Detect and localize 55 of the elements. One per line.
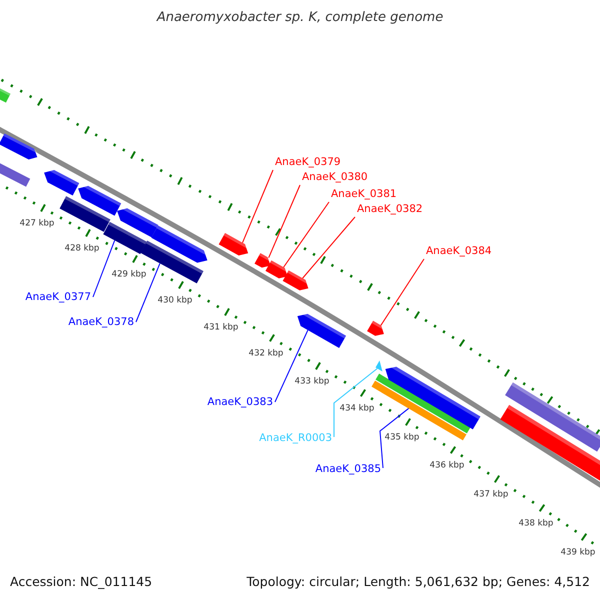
leader-line — [380, 258, 424, 326]
leader-line — [379, 408, 410, 468]
gene-segment — [0, 134, 39, 160]
gene-label: AnaeK_0377 — [25, 291, 91, 304]
gene-label: AnaeK_0384 — [426, 245, 492, 258]
gene-segment — [282, 270, 310, 290]
leader-line — [283, 202, 330, 268]
gene-label: AnaeK_0380 — [302, 171, 368, 184]
leader-line — [242, 170, 274, 244]
gene-segment — [385, 365, 480, 430]
tick-label: 437 kbp — [474, 490, 508, 500]
tick-label: 434 kbp — [340, 404, 374, 414]
gene-bar — [0, 163, 30, 187]
gene-segment — [367, 320, 386, 336]
gene-bar — [60, 196, 110, 232]
tick-label: 428 kbp — [64, 244, 100, 254]
gene-label: AnaeK_R0003 — [259, 432, 332, 445]
gene-segment — [78, 185, 122, 216]
leader-line — [302, 216, 356, 279]
title: Anaeromyxobacter sp. K, complete genome — [155, 10, 444, 25]
leader-line — [274, 330, 308, 402]
tick-label: 431 kbp — [204, 322, 238, 334]
tick-label: 432 kbp — [248, 348, 284, 360]
accession-label: Accession: NC_011145 — [10, 574, 152, 589]
tick-label: 433 kbp — [294, 376, 330, 388]
gene-segment — [254, 253, 272, 268]
tick-label: 439 kbp — [560, 548, 596, 558]
gene-marker — [376, 360, 382, 372]
gene-segment — [265, 260, 290, 278]
gene-label: AnaeK_0385 — [315, 463, 381, 476]
tick-label: 429 kbp — [112, 270, 146, 280]
gene-segment — [44, 169, 80, 196]
gene-label: AnaeK_0379 — [275, 156, 341, 169]
leader-line — [268, 184, 300, 258]
gene-label: AnaeK_0378 — [68, 316, 134, 329]
genome-info: Topology: circular; Length: 5,061,632 bp; Genes: 4,512 — [246, 574, 590, 589]
gene-bar — [505, 382, 600, 452]
gene-bar — [0, 87, 10, 103]
gene-bar — [376, 374, 470, 434]
tick-label: 427 kbp — [20, 218, 54, 230]
gene-label: AnaeK_0381 — [331, 188, 397, 201]
tick-label: 436 kbp — [430, 460, 464, 472]
tick-label: 438 kbp — [518, 518, 554, 530]
gene-bar — [500, 404, 600, 482]
tick-label: 430 kbp — [158, 296, 192, 306]
tick-label: 435 kbp — [384, 432, 420, 444]
gene-label: AnaeK_0382 — [357, 203, 423, 216]
gene-bar — [103, 222, 147, 254]
gene-segment — [218, 233, 250, 256]
gene-segment — [151, 226, 210, 263]
gene-label: AnaeK_0383 — [207, 396, 273, 409]
gene-segment — [117, 207, 158, 238]
leader-line — [136, 262, 160, 322]
leader-line — [334, 368, 378, 438]
gene-segment — [297, 312, 346, 348]
